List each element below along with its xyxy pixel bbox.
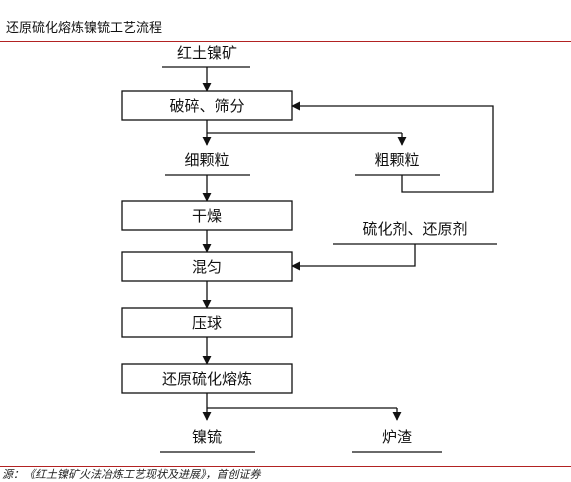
slag-label: 炉渣 [382,428,412,446]
arrow-additives-to-mixing [291,244,416,271]
crush-screen-box [121,90,293,121]
coarse-particles-label: 粗颗粒 [374,151,419,169]
nickel-matte-label: 镍锍 [192,428,222,446]
arrow-coarse-recycle [291,101,494,193]
crush-screen-label: 破碎、筛分 [169,97,244,115]
additives-label: 硫化剂、还原剂 [362,220,467,238]
fine-particles-label: 细颗粒 [184,151,229,169]
drying-box [121,200,293,231]
pelletizing-label: 压球 [192,314,222,332]
source-note: 源：《红土镍矿火法冶炼工艺现状及进展》，首创证券 [2,468,261,481]
header-divider [0,41,571,42]
mixing-label: 混匀 [192,258,222,276]
footer-divider [0,466,571,467]
smelting-box [121,363,293,394]
page-title: 还原硫化熔炼镍锍工艺流程 [6,21,163,36]
drying-label: 干燥 [192,207,222,225]
raw-ore-label: 红土镍矿 [177,44,237,62]
smelting-label: 还原硫化熔炼 [162,370,252,388]
process-flow-diagram: 红土镍矿 破碎、筛分 细颗粒 粗颗粒 干燥 硫化剂、还原剂 混匀 压球 还原硫化… [121,44,497,453]
